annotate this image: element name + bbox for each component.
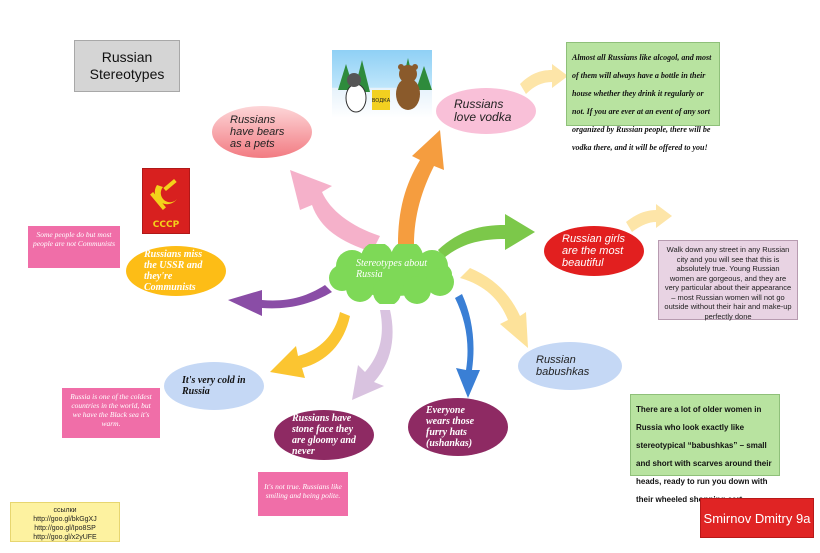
center-cloud: Stereotypes about Russia — [322, 244, 462, 304]
links-box: ссылки http://goo.gl/bkGgXJ http://goo.g… — [10, 502, 120, 542]
arrow-to-girls — [438, 214, 535, 258]
node-cold-label: It's very cold in Russia — [182, 375, 246, 397]
arrow-to-hats — [455, 294, 480, 398]
node-babushkas-label: Russian babushkas — [536, 354, 590, 378]
author-box: Smirnov Dmitry 9a — [700, 498, 814, 538]
hammer-sickle-icon: CCCP — [150, 178, 180, 230]
note-girls: Walk down any street in any Russian city… — [658, 240, 798, 321]
node-bears: Russians have bears as a pets — [212, 106, 312, 158]
note-stone-face-text: It's not true. Russians like smiling and… — [264, 482, 342, 500]
arrow-to-ussr — [228, 285, 332, 316]
page-title: Russian Stereotypes — [74, 40, 180, 92]
node-babushkas: Russian babushkas — [518, 342, 622, 390]
node-cold: It's very cold in Russia — [164, 362, 264, 410]
arrow-to-bears — [290, 170, 380, 252]
node-girls: Russian girls are the most beautiful — [544, 226, 644, 276]
node-hats: Everyone wears those furry hats (ushanka… — [408, 398, 508, 456]
node-vodka: Russians love vodka — [436, 88, 536, 134]
node-stone-face-label: Russians have stone face they are gloomy… — [292, 413, 356, 457]
vodka-label: ВОДКА — [372, 98, 391, 104]
arrow-to-babushkas — [460, 268, 528, 348]
arrow-to-cold — [270, 312, 350, 378]
node-girls-label: Russian girls are the most beautiful — [562, 233, 625, 269]
note-vodka-text: Almost all Russians like alcogol, and mo… — [572, 53, 712, 152]
author-name: Smirnov Dmitry 9a — [703, 510, 811, 526]
cloud-shape — [329, 244, 454, 304]
links-heading: ссылки — [53, 507, 77, 514]
note-girls-text: Walk down any street in any Russian city… — [664, 245, 792, 321]
node-vodka-label: Russians love vodka — [454, 97, 512, 124]
note-babushkas-text: There are a lot of older women in Russia… — [636, 405, 772, 504]
note-stone-face: It's not true. Russians like smiling and… — [258, 472, 348, 516]
node-ussr-label: Russians miss the USSR and they're Commu… — [144, 249, 203, 293]
note-cold: Russia is one of the coldest countries i… — [62, 388, 160, 438]
link-1[interactable]: http://goo.gl/bkGgXJ — [33, 516, 97, 523]
link-2[interactable]: http://goo.gl/Ipo8SP — [34, 525, 96, 532]
note-babushkas: There are a lot of older women in Russia… — [630, 394, 780, 504]
arrow-vodka-note — [520, 64, 568, 94]
node-stone-face: Russians have stone face they are gloomy… — [274, 410, 374, 460]
vodka-bears-picture: ВОДКА — [332, 50, 432, 118]
cccp-flag: CCCP — [142, 168, 190, 234]
note-communists-text: Some people do but most people are not C… — [33, 230, 116, 248]
node-ussr: Russians miss the USSR and they're Commu… — [126, 246, 226, 296]
cccp-label: CCCP — [153, 220, 180, 230]
center-label: Stereotypes about Russia — [356, 258, 428, 280]
page-title-text: Russian Stereotypes — [89, 49, 165, 82]
arrow-girls-note — [626, 204, 672, 232]
node-bears-label: Russians have bears as a pets — [230, 114, 285, 150]
note-vodka: Almost all Russians like alcogol, and mo… — [566, 42, 720, 152]
link-3[interactable]: http://goo.gl/x2yUFE — [33, 534, 97, 541]
cartoon-scene-icon: ВОДКА — [338, 58, 432, 113]
arrow-to-vodka — [398, 130, 444, 245]
note-cold-text: Russia is one of the coldest countries i… — [70, 392, 152, 428]
note-communists: Some people do but most people are not C… — [28, 226, 120, 268]
arrow-to-stone-face — [352, 310, 393, 400]
node-hats-label: Everyone wears those furry hats (ushanka… — [426, 405, 475, 449]
